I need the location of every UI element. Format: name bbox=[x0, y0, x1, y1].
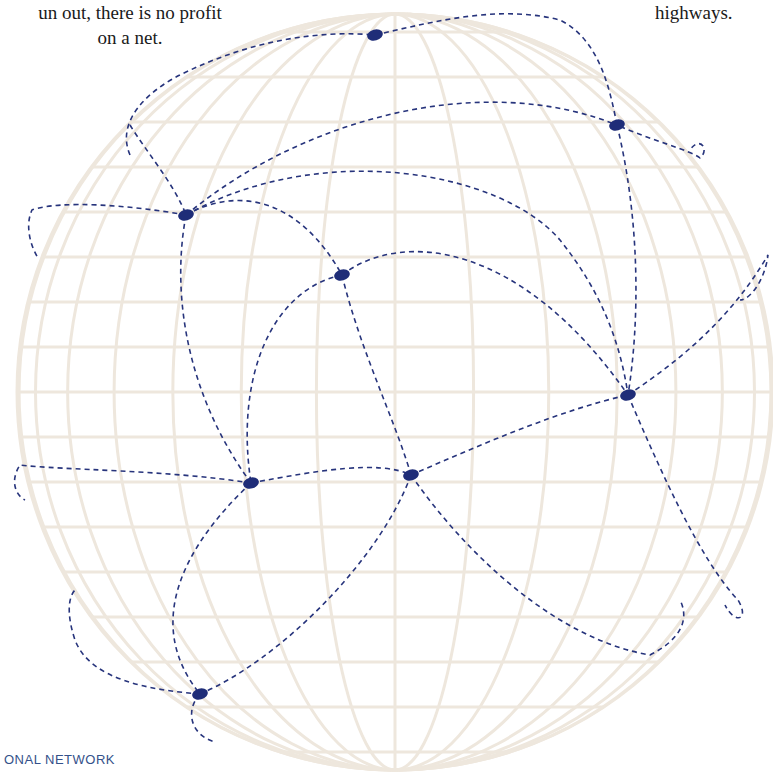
parallel bbox=[20, 346, 771, 349]
parallel bbox=[63, 571, 728, 574]
parallel bbox=[63, 211, 728, 214]
globe-grid bbox=[17, 14, 773, 770]
parallel bbox=[130, 661, 659, 664]
parallel bbox=[20, 436, 771, 439]
globe-outline bbox=[17, 14, 773, 770]
network-dot bbox=[177, 208, 195, 223]
body-text: highways. bbox=[655, 0, 765, 25]
figure-caption: ONAL NETWORK bbox=[4, 752, 204, 767]
network-dot bbox=[608, 118, 626, 133]
network-dot bbox=[191, 687, 209, 702]
parallel bbox=[42, 526, 748, 529]
parallel bbox=[91, 616, 698, 619]
network-dot bbox=[242, 476, 260, 491]
parallel bbox=[42, 256, 748, 259]
body-text: un out, there is no profit on a net. bbox=[30, 0, 230, 50]
parallel bbox=[17, 391, 773, 394]
parallel bbox=[186, 706, 604, 709]
network-dot bbox=[333, 268, 351, 283]
parallel bbox=[130, 121, 659, 124]
parallel bbox=[28, 481, 762, 484]
parallel bbox=[91, 166, 698, 169]
network-dot bbox=[402, 468, 420, 483]
network-nodes bbox=[177, 28, 637, 702]
parallel bbox=[186, 76, 604, 79]
network-routes bbox=[15, 14, 768, 742]
network-dot bbox=[619, 388, 637, 403]
parallel bbox=[28, 301, 762, 304]
network-dot bbox=[366, 28, 384, 43]
parallel bbox=[280, 751, 511, 754]
